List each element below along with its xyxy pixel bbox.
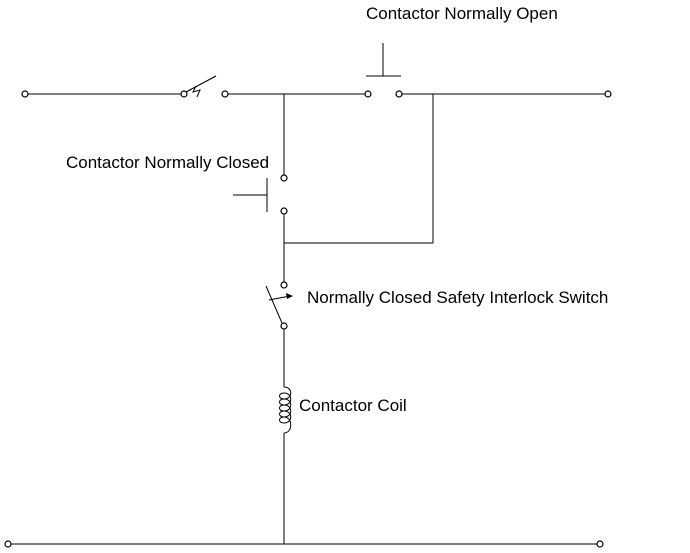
- top-left-terminal: [21, 90, 29, 98]
- contactor-normally-closed: Contactor Normally Closed: [66, 153, 288, 215]
- top-line-switch: [180, 75, 229, 98]
- contactor-normally-open: Contactor Normally Open: [364, 4, 558, 98]
- top-right-terminal: [604, 90, 612, 98]
- contactor-nc-label: Contactor Normally Closed: [66, 153, 269, 172]
- contactor-coil: Contactor Coil: [279, 386, 407, 434]
- bottom-line: [4, 540, 604, 548]
- coil-label: Contactor Coil: [299, 396, 407, 415]
- safety-interlock-switch: Normally Closed Safety Interlock Switch: [265, 281, 608, 330]
- interlock-label: Normally Closed Safety Interlock Switch: [307, 288, 608, 307]
- contactor-no-label: Contactor Normally Open: [366, 4, 558, 23]
- top-line: [21, 90, 612, 98]
- bottom-right-terminal: [596, 540, 604, 548]
- bottom-left-terminal: [4, 540, 12, 548]
